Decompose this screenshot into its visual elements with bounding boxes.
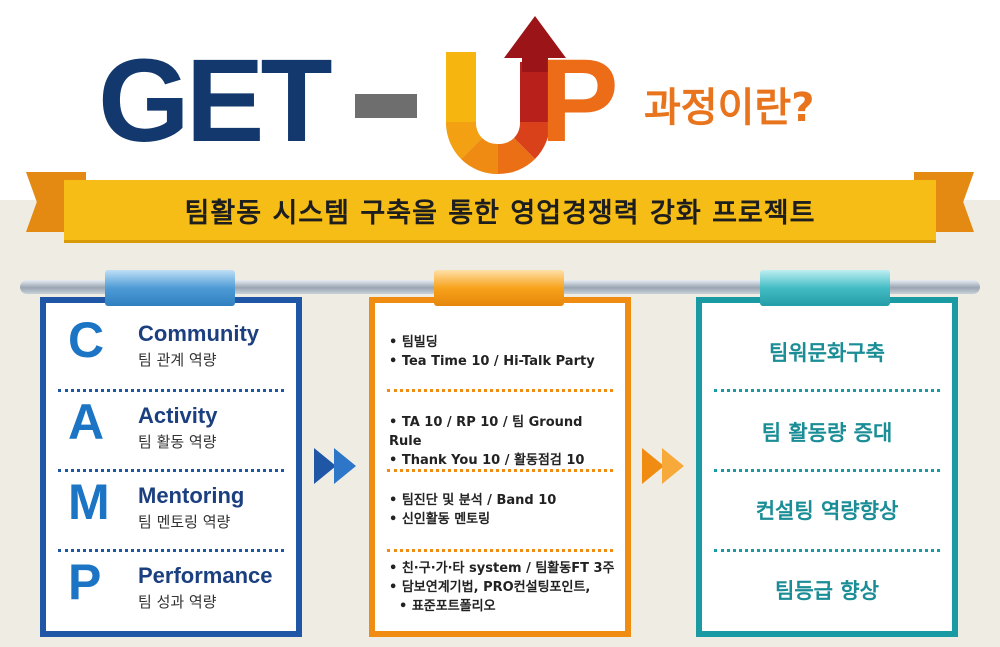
divider xyxy=(387,389,613,392)
result-item: 컨설팅 역량향상 xyxy=(755,499,899,523)
list-item: Thank You 10 / 활동점검 10 xyxy=(389,451,619,470)
camp-letter: C xyxy=(68,312,105,368)
camp-name: Mentoring xyxy=(138,483,245,508)
camp-item-community: C Community 팀 관계 역량 xyxy=(46,307,296,385)
divider xyxy=(714,469,940,472)
list-item: 친·구·가·타 system / 팀활동FT 3주 xyxy=(389,559,619,578)
result-item: 팀등급 향상 xyxy=(775,579,879,603)
program-list-performance: 친·구·가·타 system / 팀활동FT 3주 담보연계기법, PRO컨설팅… xyxy=(389,559,619,616)
list-item: Tea Time 10 / Hi-Talk Party xyxy=(389,352,619,371)
camp-name: Activity xyxy=(138,403,218,428)
program-list-mentoring: 팀진단 및 분석 / Band 10 신인활동 멘토링 xyxy=(389,491,619,529)
camp-sub: 팀 관계 역량 xyxy=(138,351,217,369)
program-list-activity: TA 10 / RP 10 / 팀 Ground Rule Thank You … xyxy=(389,413,619,470)
title-get: GET xyxy=(98,35,333,167)
result-item: 팀 활동량 증대 xyxy=(761,421,893,445)
hanger-clip xyxy=(105,270,235,306)
program-panel: 팀빌딩 Tea Time 10 / Hi-Talk Party TA 10 / … xyxy=(369,297,631,637)
camp-sub: 팀 활동 역량 xyxy=(138,433,217,451)
divider xyxy=(387,549,613,552)
page-title: GET P 과정이란? xyxy=(0,12,1000,175)
divider xyxy=(387,469,613,472)
double-chevron-right-icon xyxy=(642,448,684,484)
list-item: 팀빌딩 xyxy=(389,333,619,352)
camp-item-activity: A Activity 팀 활동 역량 xyxy=(46,389,296,467)
result-item: 팀워문화구축 xyxy=(769,341,885,365)
program-list-community: 팀빌딩 Tea Time 10 / Hi-Talk Party xyxy=(389,333,619,371)
hanger-clip xyxy=(760,270,890,306)
result-panel: 팀워문화구축 팀 활동량 증대 컨설팅 역량향상 팀등급 향상 xyxy=(696,297,958,637)
title-dash xyxy=(355,94,417,118)
title-p: P xyxy=(540,35,619,167)
hanger-clip xyxy=(434,270,564,306)
banner-text: 팀활동 시스템 구축을 통한 영업경쟁력 강화 프로젝트 xyxy=(184,197,816,229)
camp-item-mentoring: M Mentoring 팀 멘토링 역량 xyxy=(46,469,296,547)
divider xyxy=(58,389,284,392)
title-question: 과정이란? xyxy=(644,85,815,131)
camp-letter: P xyxy=(68,554,102,610)
subtitle-banner: 팀활동 시스템 구축을 통한 영업경쟁력 강화 프로젝트 xyxy=(64,180,936,240)
list-item: TA 10 / RP 10 / 팀 Ground Rule xyxy=(389,413,619,451)
camp-sub: 팀 성과 역량 xyxy=(138,593,217,611)
divider xyxy=(714,389,940,392)
double-chevron-right-icon xyxy=(314,448,356,484)
list-item-continued: 표준포트폴리오 xyxy=(389,597,619,616)
up-arrow-icon xyxy=(445,16,566,175)
camp-letter: M xyxy=(68,474,110,530)
camp-item-performance: P Performance 팀 성과 역량 xyxy=(46,549,296,627)
list-item: 신인활동 멘토링 xyxy=(389,510,619,529)
list-item: 팀진단 및 분석 / Band 10 xyxy=(389,491,619,510)
camp-sub: 팀 멘토링 역량 xyxy=(138,513,231,531)
camp-name: Performance xyxy=(138,563,273,588)
divider xyxy=(58,549,284,552)
list-item: 담보연계기법, PRO컨설팅포인트, xyxy=(389,578,619,597)
camp-panel: C Community 팀 관계 역량 A Activity 팀 활동 역량 M… xyxy=(40,297,302,637)
camp-letter: A xyxy=(68,394,105,450)
camp-name: Community xyxy=(138,321,259,346)
divider xyxy=(58,469,284,472)
divider xyxy=(714,549,940,552)
